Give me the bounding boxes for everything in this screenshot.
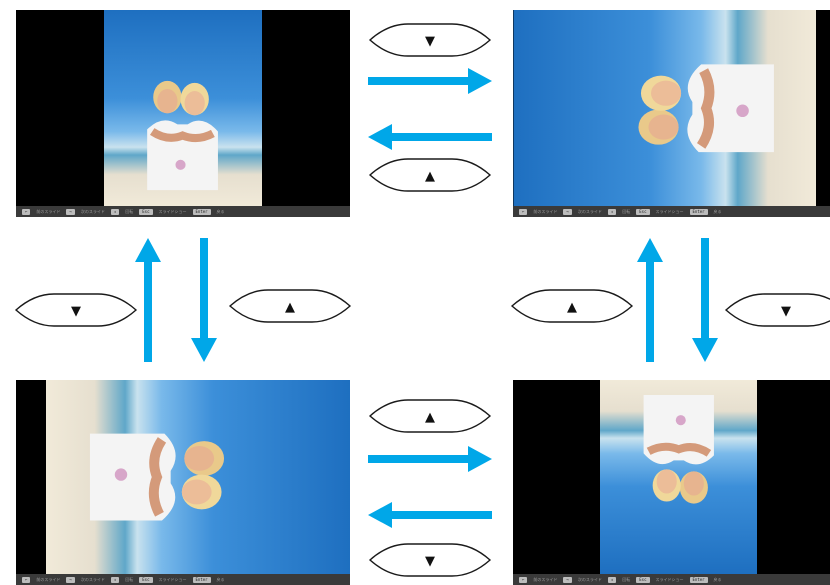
status-key: ↕	[110, 208, 120, 215]
arrow-left-top	[368, 124, 492, 150]
screen-rotated-90-counterclockwise: ← 前のスライド → 次のスライド ↕ 回転 Esc スライドショー Enter 戻る	[16, 380, 350, 585]
status-key: ←	[519, 576, 528, 583]
key-glyph: ▼	[425, 34, 435, 49]
status-key: ↕	[607, 208, 617, 215]
status-text: スライドショー	[655, 576, 684, 582]
photo-subjects-icon	[637, 64, 774, 152]
key-glyph: ▲	[567, 300, 577, 315]
up-triangle-key-icon: ▲	[368, 158, 492, 192]
status-text: 回転	[622, 208, 631, 214]
status-text: 次のスライド	[577, 208, 602, 214]
status-key: ←	[22, 576, 31, 583]
status-text: スライドショー	[655, 208, 684, 214]
down-triangle-key-icon: ▼	[368, 543, 492, 577]
screen-rotated-90-clockwise: ← 前のスライド → 次のスライド ↕ 回転 Esc スライドショー Enter 戻る	[513, 10, 830, 217]
status-key: Esc	[139, 576, 153, 583]
status-text: 次のスライド	[577, 576, 602, 582]
status-key: Esc	[636, 208, 650, 215]
status-text: 戻る	[713, 576, 722, 582]
status-key: →	[563, 576, 572, 583]
status-text: 回転	[622, 576, 631, 582]
arrow-up-left	[135, 238, 161, 362]
status-key: Enter	[192, 576, 211, 583]
key-glyph: ▲	[425, 410, 435, 425]
status-key: ←	[22, 208, 31, 215]
status-key: →	[563, 208, 572, 215]
up-triangle-key-icon: ▲	[368, 399, 492, 433]
down-triangle-key-icon: ▼	[14, 293, 138, 327]
arrow-up-right	[637, 238, 663, 362]
status-key: →	[66, 576, 75, 583]
key-glyph: ▼	[781, 304, 791, 319]
status-key: Esc	[139, 208, 153, 215]
status-text: 前のスライド	[533, 576, 558, 582]
status-text: 前のスライド	[36, 208, 61, 214]
down-triangle-key-icon: ▼	[724, 293, 830, 327]
screen-rotated-180: ← 前のスライド → 次のスライド ↕ 回転 Esc スライドショー Enter 戻る	[513, 380, 830, 585]
status-text: 次のスライド	[80, 576, 105, 582]
status-text: 戻る	[216, 576, 225, 582]
status-text: スライドショー	[158, 208, 187, 214]
arrow-right-top	[368, 68, 492, 94]
photo	[513, 10, 816, 206]
status-text: スライドショー	[158, 576, 187, 582]
photo-subjects-icon	[90, 433, 225, 521]
photo-subjects-icon	[147, 81, 219, 191]
status-key: Enter	[689, 576, 708, 583]
key-glyph: ▼	[71, 304, 81, 319]
status-bar: ← 前のスライド → 次のスライド ↕ 回転 Esc スライドショー Enter 戻る	[513, 574, 830, 585]
status-text: 前のスライド	[36, 576, 61, 582]
status-text: 戻る	[216, 208, 225, 214]
status-text: 前のスライド	[533, 208, 558, 214]
key-glyph: ▲	[285, 300, 295, 315]
arrow-left-bottom	[368, 502, 492, 528]
photo	[104, 10, 262, 206]
key-glyph: ▼	[425, 554, 435, 569]
arrow-down-left	[191, 238, 217, 362]
key-glyph: ▲	[425, 169, 435, 184]
arrow-down-right	[692, 238, 718, 362]
down-triangle-key-icon: ▼	[368, 23, 492, 57]
photo	[600, 380, 757, 574]
status-key: ↕	[607, 576, 617, 583]
up-triangle-key-icon: ▲	[228, 289, 352, 323]
status-bar: ← 前のスライド → 次のスライド ↕ 回転 Esc スライドショー Enter 戻る	[16, 574, 350, 585]
status-key: ←	[519, 208, 528, 215]
photo	[46, 380, 350, 574]
up-triangle-key-icon: ▲	[510, 289, 634, 323]
status-text: 戻る	[713, 208, 722, 214]
status-key: ↕	[110, 576, 120, 583]
screen-original: ← 前のスライド → 次のスライド ↕ 回転 Esc スライドショー Enter 戻る	[16, 10, 350, 217]
status-key: Enter	[689, 208, 708, 215]
status-key: Enter	[192, 208, 211, 215]
status-text: 回転	[125, 576, 134, 582]
arrow-right-bottom	[368, 446, 492, 472]
status-text: 回転	[125, 208, 134, 214]
photo-subjects-icon	[643, 395, 714, 504]
status-bar: ← 前のスライド → 次のスライド ↕ 回転 Esc スライドショー Enter 戻る	[513, 206, 830, 217]
status-key: →	[66, 208, 75, 215]
status-bar: ← 前のスライド → 次のスライド ↕ 回転 Esc スライドショー Enter 戻る	[16, 206, 350, 217]
status-key: Esc	[636, 576, 650, 583]
status-text: 次のスライド	[80, 208, 105, 214]
